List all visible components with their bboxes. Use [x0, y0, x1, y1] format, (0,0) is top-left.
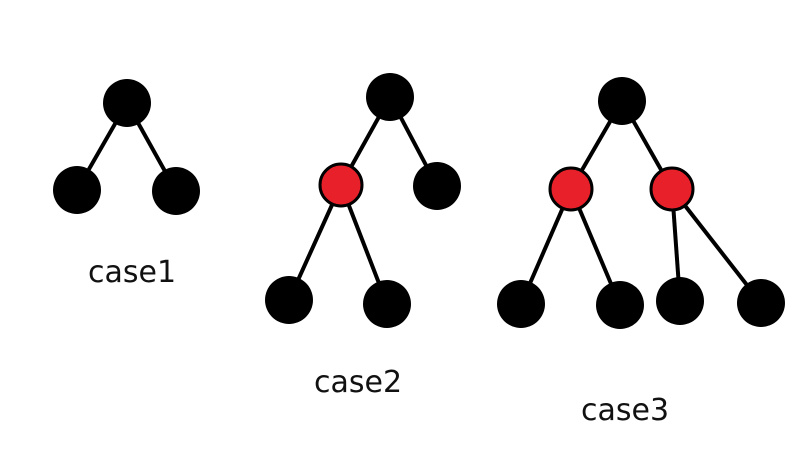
case3-node-left-left-black — [497, 280, 545, 328]
case1-node-right-black — [152, 167, 200, 215]
case3-label: case3 — [581, 393, 669, 428]
case3-edge-right-to-right-right — [670, 187, 763, 305]
case2-node-left-red — [318, 162, 364, 208]
case3-node-left-right-black — [596, 281, 644, 329]
case3-node-right-left-black — [656, 277, 704, 325]
case2-node-left-left-black — [265, 276, 313, 324]
case3-node-right-right-black — [737, 279, 785, 327]
case3-node-left-red — [548, 166, 594, 212]
case3-node-right-red — [649, 166, 695, 212]
case2-node-right-black — [413, 162, 461, 210]
case1-node-left-black — [53, 166, 101, 214]
case2-node-left-right-black — [363, 280, 411, 328]
case3-node-root-black — [598, 77, 646, 125]
case1-node-root-black — [103, 79, 151, 127]
case2-label: case2 — [314, 365, 402, 400]
case1-label: case1 — [88, 255, 176, 290]
nodes-layer — [53, 73, 785, 329]
case2-node-root-black — [366, 73, 414, 121]
